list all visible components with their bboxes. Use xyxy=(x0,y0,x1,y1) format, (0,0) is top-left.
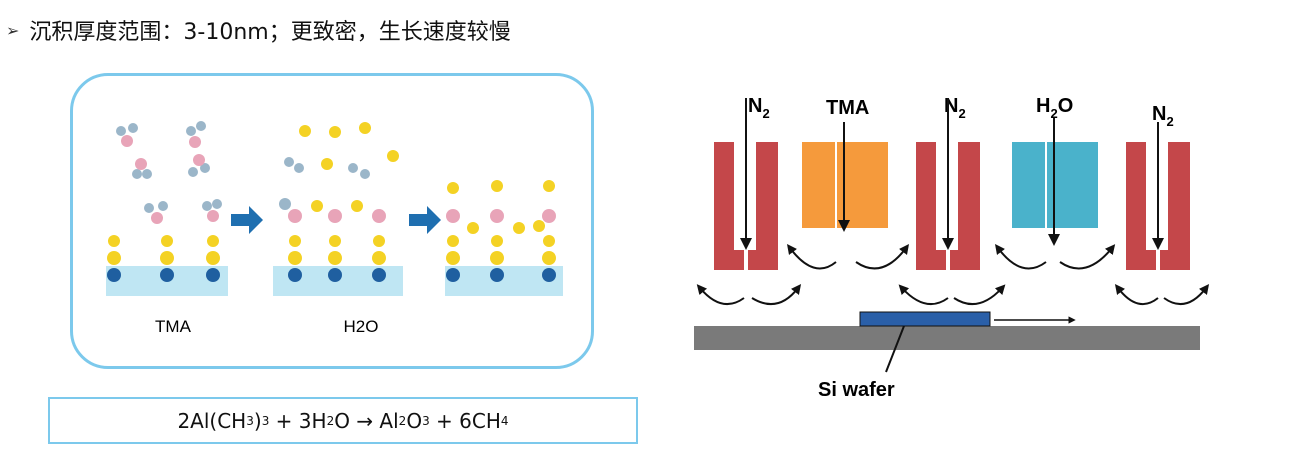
stage-arrow-2 xyxy=(409,206,441,234)
label-tma-gas: TMA xyxy=(826,97,869,119)
bullet-arrow-icon: ➢ xyxy=(6,20,20,40)
label-n2-3: N2 xyxy=(1152,103,1174,129)
si-wafer xyxy=(859,311,991,327)
eq-sub-6: 4 xyxy=(500,413,509,428)
stage3-molecules xyxy=(446,180,556,282)
ald-mechanism-illustration: TMA H2O xyxy=(106,121,563,336)
bullet-line: ➢ 沉积厚度范围：3-10nm；更致密，生长速度较慢 xyxy=(6,14,511,46)
label-si-wafer: Si wafer xyxy=(818,379,895,401)
label-h2o-gas: H2O xyxy=(1036,95,1073,121)
stage1-molecules xyxy=(107,121,222,282)
bullet-text: 沉积厚度范围：3-10nm；更致密，生长速度较慢 xyxy=(29,20,511,45)
label-tma: TMA xyxy=(155,317,192,336)
eq-sub-2: 3 xyxy=(261,413,270,428)
eq-part-2: ) xyxy=(253,408,262,433)
n2-block-2 xyxy=(916,142,980,270)
exhaust-arrows xyxy=(696,244,1210,306)
spatial-ald-diagram: N2 TMA N2 H2O N2 xyxy=(686,62,1222,422)
eq-sub-4: 2 xyxy=(398,413,407,428)
spatial-ald-svg: N2 TMA N2 H2O N2 xyxy=(694,95,1210,401)
eq-part-3: + 3H xyxy=(269,408,327,433)
ald-mechanism-panel: TMA H2O xyxy=(70,73,594,369)
eq-part-6: + 6CH xyxy=(429,408,501,433)
stage2-molecules xyxy=(279,122,399,282)
n2-block-1 xyxy=(714,142,778,270)
n2-block-3 xyxy=(1126,142,1190,270)
eq-part-4: O → Al xyxy=(334,408,399,433)
stage-arrow-1 xyxy=(231,206,263,234)
eq-part-5: O xyxy=(406,408,423,433)
eq-sub-1: 3 xyxy=(246,413,254,428)
eq-sub-3: 2 xyxy=(326,413,335,428)
eq-sub-5: 3 xyxy=(422,413,430,428)
wafer-pointer-line xyxy=(885,325,905,373)
eq-part-1: 2Al(CH xyxy=(177,408,247,433)
gas-flow-arrows xyxy=(740,98,1164,250)
substrate-bar xyxy=(694,326,1200,350)
label-n2-1: N2 xyxy=(748,95,770,121)
label-h2o: H2O xyxy=(344,317,379,336)
